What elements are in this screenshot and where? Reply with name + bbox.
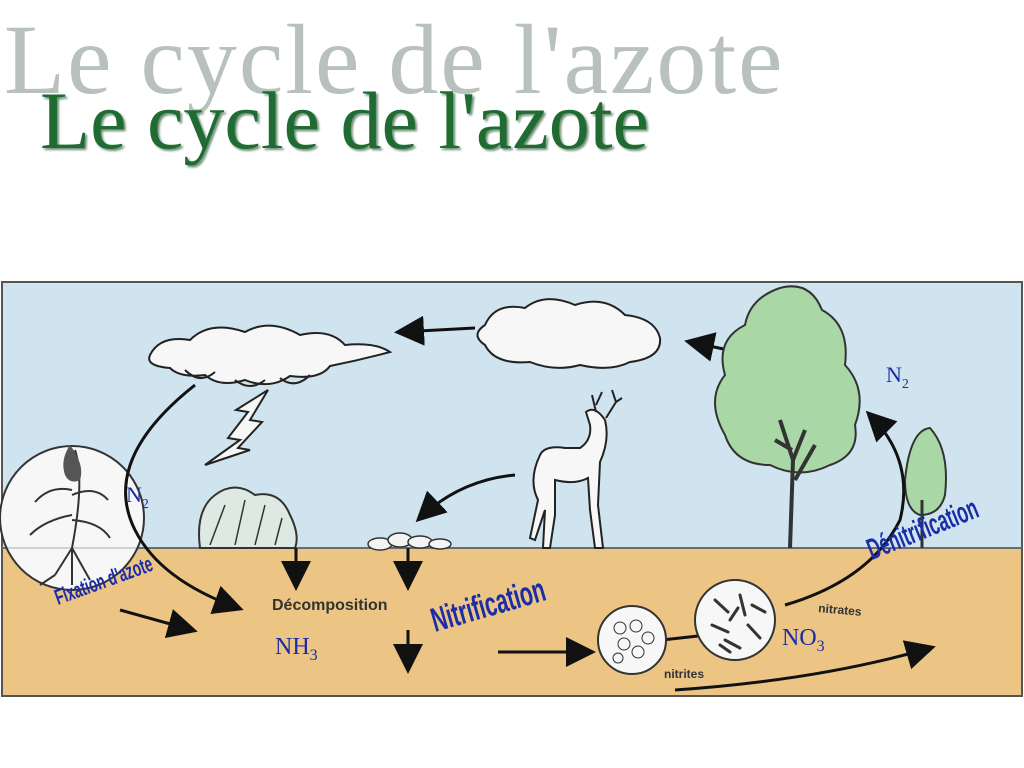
page-title: Le cycle de l'azote [40, 75, 649, 166]
lightning-icon [204, 389, 269, 466]
arrow-deer-to-litter [415, 473, 516, 523]
storm-cloud-icon [148, 324, 393, 387]
arrow-storm-to-soil [124, 383, 244, 615]
deer-icon [528, 389, 623, 549]
tree-icon [714, 285, 947, 549]
arrow-to-plants [674, 640, 936, 692]
title-shadow: Le cycle de l'azote [4, 4, 785, 115]
arrow-plant-to-soil [119, 608, 198, 639]
soil-area [1, 547, 1023, 697]
label-no3: NO3 [782, 625, 825, 655]
label-nh3: NH3 [275, 634, 318, 664]
label-n2-right: N2 [886, 362, 909, 392]
nitrogen-cycle-diagram: N2 N2 NH3 NO3 Fixation d'azote Nitrifica… [0, 281, 1023, 697]
label-nitrites: nitrites [664, 667, 704, 681]
bacteria-icon [597, 579, 776, 675]
label-n2-left: N2 [126, 482, 149, 512]
plant-icon [0, 445, 145, 591]
arrow-nitrites-to-nitrates [661, 634, 699, 642]
arrow-denitrification [784, 410, 906, 607]
cloud-icon [476, 298, 662, 369]
arrow-cloud-to-storm [394, 315, 476, 346]
label-nitrates: nitrates [818, 601, 863, 619]
litter-icon [367, 532, 452, 551]
label-decomposition: Décomposition [272, 597, 388, 614]
shrub-icon [198, 486, 298, 549]
